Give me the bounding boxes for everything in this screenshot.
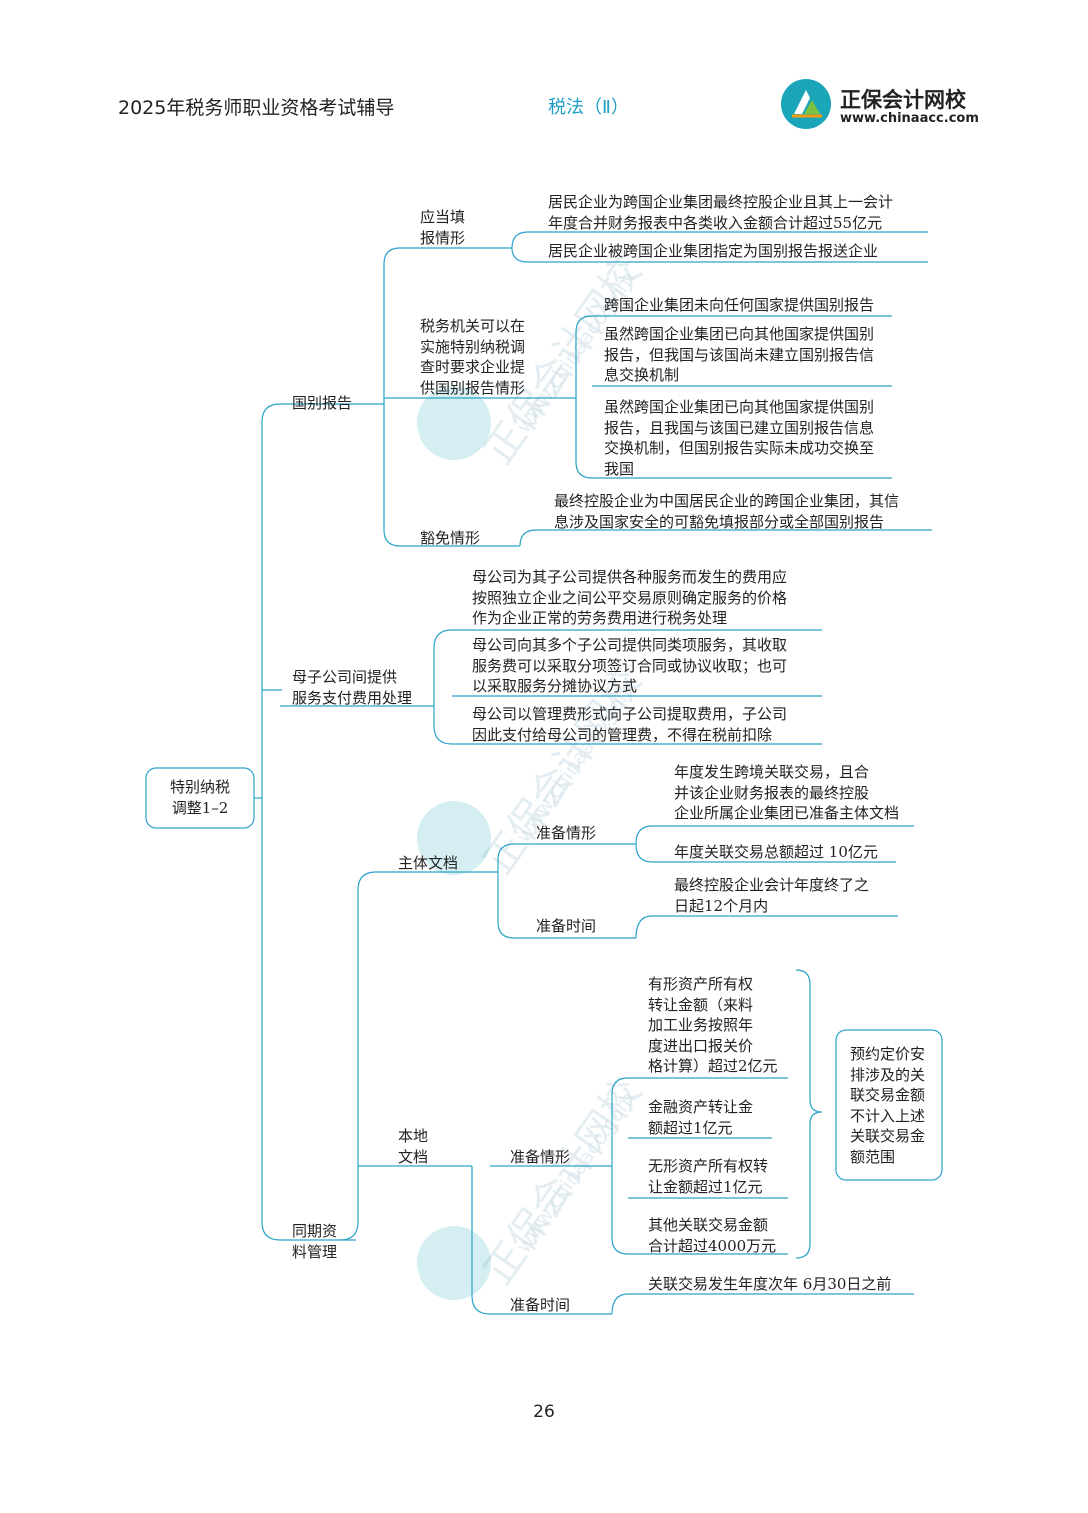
node-parent-sub: 母子公司间提供 服务支付费用处理 — [292, 668, 413, 707]
node-local-file: 本地 文档 — [398, 1127, 429, 1166]
header-title: 2025年税务师职业资格考试辅导 — [118, 97, 395, 119]
leaf-local-prep-3: 无形资产所有权转 让金额超过1亿元 — [648, 1157, 769, 1196]
leaf-exempt: 最终控股企业为中国居民企业的跨国企业集团，其信 息涉及国家安全的可豁免填报部分或… — [554, 492, 900, 531]
leaf-audit-request-3: 虽然跨国企业集团已向其他国家提供国别 报告，且我国与该国已建立国别报告信息 交换… — [604, 398, 875, 478]
leaf-local-prep-4: 其他关联交易金额 合计超过4000万元 — [648, 1216, 777, 1255]
node-master-file: 主体文档 — [398, 854, 459, 872]
node-master-time: 准备时间 — [536, 917, 597, 935]
logo-icon — [781, 79, 831, 129]
watermark-logo-icon — [417, 801, 491, 875]
leaf-local-prep-1: 有形资产所有权 转让金额（来料 加工业务按照年 度进出口报关价 格计算）超过2亿… — [648, 975, 778, 1075]
node-should-file: 应当填 报情形 — [420, 208, 466, 247]
note-apa: 预约定价安 排涉及的关 联交易金额 不计入上述 关联交易金 额范围 — [850, 1045, 926, 1166]
leaf-master-prep-1: 年度发生跨境关联交易，且合 并该企业财务报表的最终控股 企业所属企业集团已准备主… — [674, 763, 900, 822]
leaf-master-prep-2: 年度关联交易总额超过 10亿元 — [674, 843, 878, 861]
leaf-parent-sub-1: 母公司为其子公司提供各种服务而发生的费用应 按照独立企业之间公平交易原则确定服务… — [472, 568, 788, 627]
leaf-audit-request-1: 跨国企业集团未向任何国家提供国别报告 — [604, 296, 875, 314]
leaf-audit-request-2: 虽然跨国企业集团已向其他国家提供国别 报告，但我国与该国尚未建立国别报告信 息交… — [604, 325, 875, 384]
logo-url: www.chinaacc.com — [840, 111, 979, 126]
node-master-prep: 准备情形 — [536, 824, 597, 842]
node-local-prep: 准备情形 — [510, 1148, 571, 1166]
leaf-local-time: 关联交易发生年度次年 6月30日之前 — [648, 1275, 892, 1293]
logo-title: 正保会计网校 — [840, 88, 966, 112]
node-cbc: 国别报告 — [292, 394, 353, 412]
leaf-parent-sub-3: 母公司以管理费形式向子公司提取费用，子公司 因此支付给母公司的管理费，不得在税前… — [472, 705, 788, 744]
leaf-local-prep-2: 金融资产转让金 额超过1亿元 — [648, 1098, 754, 1137]
leaf-parent-sub-2: 母公司向其多个子公司提供同类项服务，其收取 服务费可以采取分项签订合同或协议收取… — [472, 636, 788, 695]
page-number: 26 — [533, 1402, 555, 1422]
leaf-master-time: 最终控股企业会计年度终了之 日起12个月内 — [674, 876, 870, 915]
leaf-should-file-2: 居民企业被跨国企业集团指定为国别报告报送企业 — [548, 242, 879, 260]
leaf-should-file-1: 居民企业为跨国企业集团最终控股企业且其上一会计 年度合并财务报表中各类收入金额合… — [548, 193, 894, 232]
header-subject: 税法（Ⅱ） — [548, 97, 629, 118]
node-contemporaneous: 同期资 料管理 — [292, 1222, 338, 1261]
node-audit-request: 税务机关可以在 实施特别纳税调 查时要求企业提 供国别报告情形 — [420, 317, 526, 397]
watermark-logo-icon — [417, 386, 491, 460]
node-exempt: 豁免情形 — [420, 529, 481, 547]
mindmap-root: 特别纳税 调整1–2 — [169, 778, 230, 817]
node-local-time: 准备时间 — [510, 1296, 571, 1314]
